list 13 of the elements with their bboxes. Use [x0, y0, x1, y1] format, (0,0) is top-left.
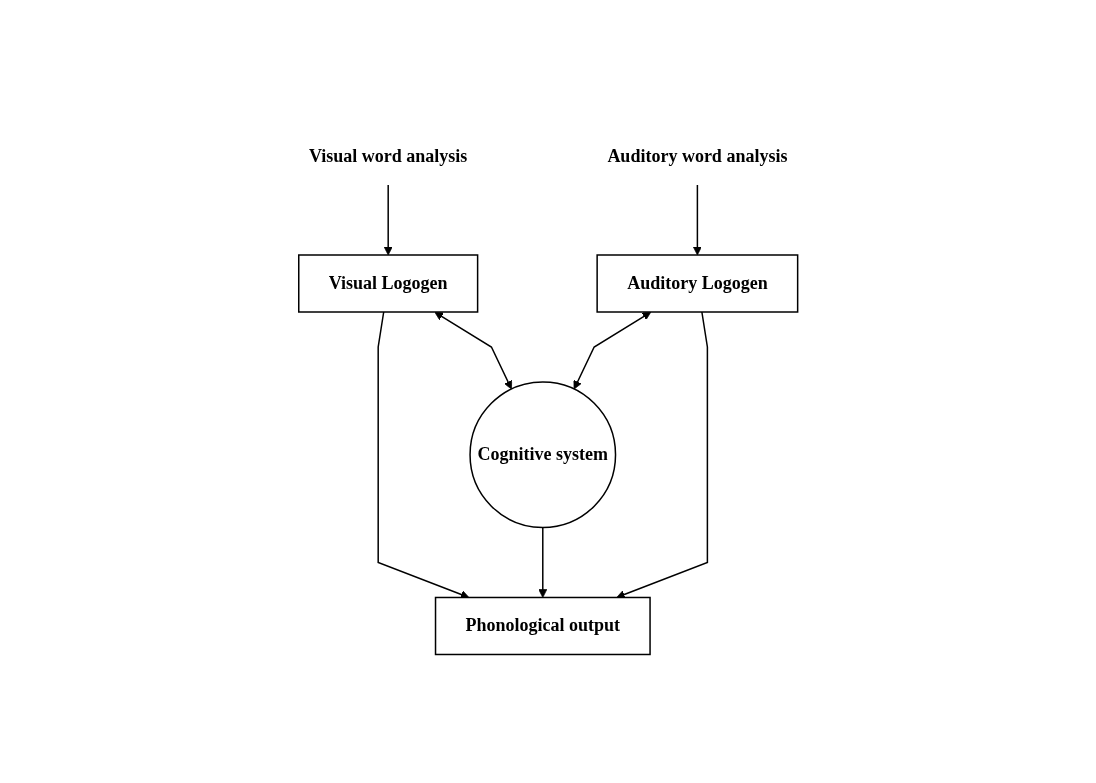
arrow: [383, 184, 393, 256]
arrow: [573, 312, 651, 390]
node-circle: Cognitive system: [469, 381, 617, 529]
node-box: Phonological output: [434, 597, 651, 656]
node-text: Visual word analysis: [308, 146, 468, 167]
arrow: [434, 312, 512, 390]
node-box: Auditory Logogen: [596, 254, 799, 313]
arrow: [538, 527, 547, 599]
arrow: [616, 311, 708, 599]
node-text: Auditory word analysis: [607, 146, 788, 167]
arrow: [377, 311, 470, 599]
node-box: Visual Logogen: [297, 254, 479, 313]
arrow: [692, 184, 702, 256]
